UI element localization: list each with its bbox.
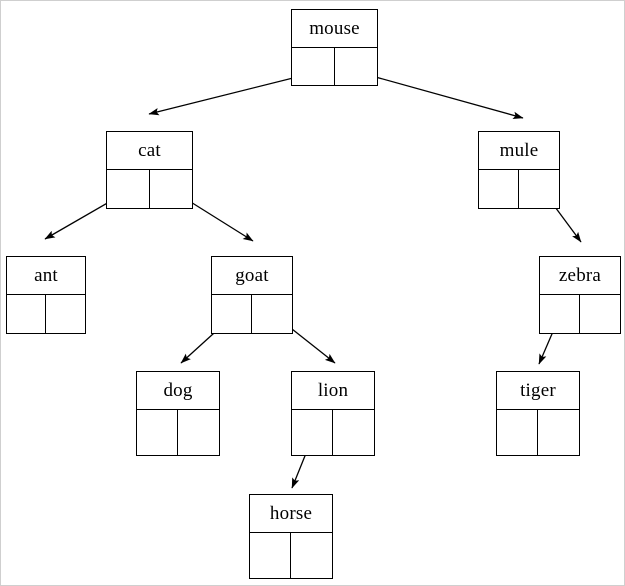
node-right-pointer-mouse[interactable] bbox=[335, 48, 378, 85]
node-left-pointer-zebra[interactable] bbox=[540, 295, 580, 333]
node-label-goat: goat bbox=[212, 257, 292, 295]
node-right-pointer-dog[interactable] bbox=[178, 410, 219, 455]
tree-node-dog[interactable]: dog bbox=[136, 371, 220, 456]
node-label-cat: cat bbox=[107, 132, 192, 170]
tree-node-lion[interactable]: lion bbox=[291, 371, 375, 456]
tree-edge-mouse-right-mule bbox=[353, 70, 524, 119]
node-pointer-row-horse bbox=[250, 533, 332, 578]
node-pointer-row-zebra bbox=[540, 295, 620, 333]
tree-node-mule[interactable]: mule bbox=[478, 131, 560, 209]
tree-node-goat[interactable]: goat bbox=[211, 256, 293, 334]
node-pointer-row-mule bbox=[479, 170, 559, 208]
node-label-lion: lion bbox=[292, 372, 374, 410]
node-right-pointer-ant[interactable] bbox=[46, 295, 85, 333]
node-label-tiger: tiger bbox=[497, 372, 579, 410]
node-left-pointer-ant[interactable] bbox=[7, 295, 46, 333]
node-label-horse: horse bbox=[250, 495, 332, 533]
node-left-pointer-goat[interactable] bbox=[212, 295, 252, 333]
node-pointer-row-tiger bbox=[497, 410, 579, 455]
node-pointer-row-mouse bbox=[292, 48, 377, 85]
node-left-pointer-tiger[interactable] bbox=[497, 410, 538, 455]
node-left-pointer-dog[interactable] bbox=[137, 410, 178, 455]
node-right-pointer-lion[interactable] bbox=[333, 410, 374, 455]
node-pointer-row-ant bbox=[7, 295, 85, 333]
node-left-pointer-mouse[interactable] bbox=[292, 48, 335, 85]
node-right-pointer-horse[interactable] bbox=[291, 533, 332, 578]
node-label-mule: mule bbox=[479, 132, 559, 170]
node-left-pointer-lion[interactable] bbox=[292, 410, 333, 455]
node-right-pointer-zebra[interactable] bbox=[580, 295, 620, 333]
tree-node-tiger[interactable]: tiger bbox=[496, 371, 580, 456]
node-left-pointer-horse[interactable] bbox=[250, 533, 291, 578]
node-right-pointer-cat[interactable] bbox=[150, 170, 193, 208]
node-pointer-row-cat bbox=[107, 170, 192, 208]
node-pointer-row-lion bbox=[292, 410, 374, 455]
tree-node-ant[interactable]: ant bbox=[6, 256, 86, 334]
node-label-dog: dog bbox=[137, 372, 219, 410]
tree-node-mouse[interactable]: mouse bbox=[291, 9, 378, 86]
node-label-zebra: zebra bbox=[540, 257, 620, 295]
node-label-ant: ant bbox=[7, 257, 85, 295]
node-pointer-row-goat bbox=[212, 295, 292, 333]
node-pointer-row-dog bbox=[137, 410, 219, 455]
node-right-pointer-tiger[interactable] bbox=[538, 410, 579, 455]
node-right-pointer-goat[interactable] bbox=[252, 295, 292, 333]
node-right-pointer-mule[interactable] bbox=[519, 170, 559, 208]
node-left-pointer-mule[interactable] bbox=[479, 170, 519, 208]
node-label-mouse: mouse bbox=[292, 10, 377, 48]
tree-node-cat[interactable]: cat bbox=[106, 131, 193, 209]
node-left-pointer-cat[interactable] bbox=[107, 170, 150, 208]
tree-node-zebra[interactable]: zebra bbox=[539, 256, 621, 334]
tree-edge-mouse-left-cat bbox=[148, 72, 314, 116]
tree-node-horse[interactable]: horse bbox=[249, 494, 333, 579]
